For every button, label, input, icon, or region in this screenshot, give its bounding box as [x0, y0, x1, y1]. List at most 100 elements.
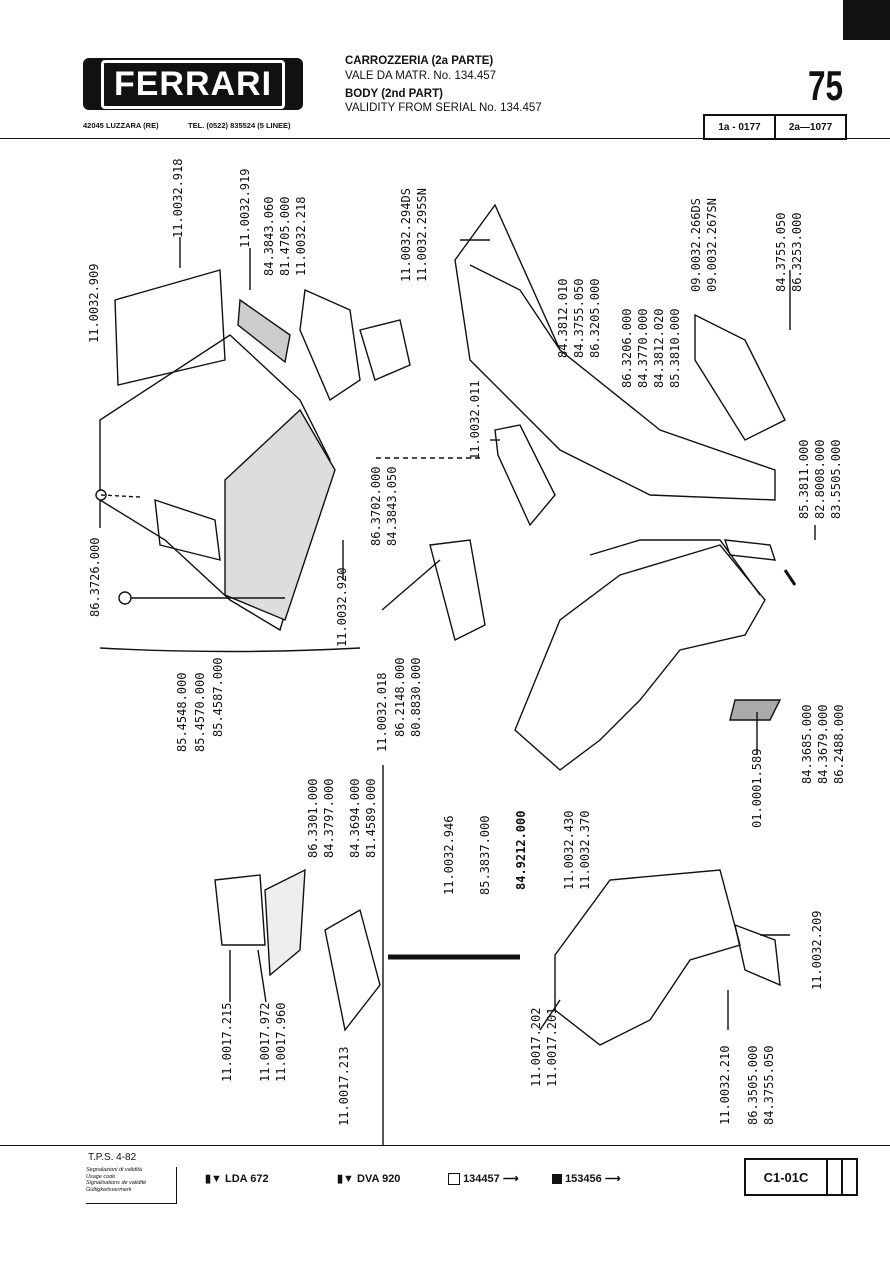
part-label: 09.0032.267SN — [705, 198, 719, 292]
part-label: 86.3205.000 — [588, 278, 602, 358]
fender-drawing — [454, 203, 776, 501]
part-label: 86.2148.000 — [393, 657, 407, 737]
sheet-code-box: C1-01C — [744, 1158, 858, 1196]
part-label: 84.9212.000 — [514, 810, 528, 890]
header-rule — [0, 138, 890, 139]
legend-box: Segnalazioni di validità Usage code Sign… — [86, 1167, 177, 1204]
part-label: 86.3253.000 — [790, 212, 804, 292]
serial-from-label: 134457 ⟶ — [448, 1172, 519, 1186]
part-label: 84.3755.050 — [762, 1045, 776, 1125]
part-label: 11.0032.909 — [87, 263, 101, 343]
part-label: 84.3812.010 — [556, 278, 570, 358]
part-label: 11.0032.018 — [375, 672, 389, 752]
ferrari-logo: FERRARI — [83, 58, 303, 110]
part-label: 84.3755.050 — [572, 278, 586, 358]
seat-pad-drawing — [114, 269, 226, 386]
part-label: 11.0017.960 — [274, 1002, 288, 1082]
part-label: 11.0032.946 — [442, 815, 456, 895]
wheel-arch-drawing — [514, 544, 766, 771]
title-en: BODY (2nd PART) — [345, 88, 443, 100]
part-label: 85.4587.000 — [211, 657, 225, 737]
part-label: 82.8008.000 — [813, 439, 827, 519]
part-label: 11.0032.919 — [238, 168, 252, 248]
plate-drawing — [694, 313, 786, 441]
part-label: 86.3206.000 — [620, 308, 634, 388]
part-label: 84.3843.050 — [385, 466, 399, 546]
part-label: 84.3685.000 — [800, 704, 814, 784]
part-label: 11.0032.430 — [562, 810, 576, 890]
part-label: 80.8830.000 — [409, 657, 423, 737]
arrow-icon: ⟶ — [604, 1173, 621, 1185]
part-label: 11.0032.218 — [294, 196, 308, 276]
validity-it: VALE DA MATR. No. 134.457 — [345, 70, 497, 82]
serial-to-text: 153456 — [565, 1173, 602, 1185]
part-label: 11.0017.972 — [258, 1002, 272, 1082]
part-label: 84.3770.000 — [636, 308, 650, 388]
part-label: 85.4570.000 — [193, 672, 207, 752]
edition-box: 1a - 0177 2a—1077 — [703, 114, 847, 140]
part-label: 85.4548.000 — [175, 672, 189, 752]
engine-1-text: LDA 672 — [225, 1173, 269, 1185]
part-label: 84.3843.060 — [262, 196, 276, 276]
logo-text: FERRARI — [100, 59, 286, 109]
part-label: 85.3810.000 — [668, 308, 682, 388]
part-label: 85.3837.000 — [478, 815, 492, 895]
open-square-icon — [448, 1173, 460, 1186]
legend-line: Signalisations de validité — [86, 1180, 147, 1186]
console-drawing — [99, 334, 331, 632]
part-label: 86.3702.000 — [369, 466, 383, 546]
part-label: 85.3811.000 — [797, 439, 811, 519]
grille-drawing — [214, 874, 266, 946]
legend-line: Gültigkeitsvermerk — [86, 1186, 132, 1193]
part-label: 11.0032.370 — [578, 810, 592, 890]
phone: TEL. (0522) 835524 (5 LINEE) — [188, 121, 291, 130]
part-label: 11.0032.209 — [810, 910, 824, 990]
address: 42045 LUZZARA (RE) — [83, 121, 159, 130]
part-label: 11.0017.215 — [220, 1002, 234, 1082]
title-it: CARROZZERIA (2a PARTE) — [345, 55, 494, 67]
footer-rule — [0, 1145, 890, 1146]
part-label: 11.0032.295SN — [415, 188, 429, 282]
serial-to-label: 153456 ⟶ — [552, 1172, 621, 1185]
part-label: 84.3755.050 — [774, 212, 788, 292]
part-label: 11.0017.201 — [545, 1007, 559, 1087]
legend-line: Usage code — [86, 1173, 116, 1180]
engine-1-label: ▮▼ LDA 672 — [205, 1172, 269, 1185]
part-label: 81.4705.000 — [278, 196, 292, 276]
validity-en: VALIDITY FROM SERIAL No. 134.457 — [345, 102, 542, 114]
part-label: 11.0017.202 — [529, 1007, 543, 1087]
part-label: 01.0001.589 — [750, 748, 764, 828]
part-label: 86.3505.000 — [746, 1045, 760, 1125]
corner-mark — [843, 0, 890, 40]
engine-2-text: DVA 920 — [357, 1173, 401, 1185]
serial-from-text: 134457 — [463, 1173, 500, 1185]
code-cell — [828, 1160, 843, 1194]
part-label: 86.3301.000 — [306, 778, 320, 858]
part-label: 81.4589.000 — [364, 778, 378, 858]
edition-2: 2a—1077 — [774, 116, 845, 138]
part-label: 11.0032.920 — [335, 567, 349, 647]
filled-square-icon — [552, 1174, 562, 1185]
part-label: 11.0017.213 — [337, 1046, 351, 1126]
part-label: 84.3679.000 — [816, 704, 830, 784]
engine-2-label: ▮▼ DVA 920 — [337, 1172, 400, 1185]
part-label: 11.0032.294DS — [399, 188, 413, 282]
part-label: 11.0032.011 — [468, 380, 482, 460]
engine-icon: ▮▼ — [205, 1173, 222, 1185]
part-label: 83.5505.000 — [829, 439, 843, 519]
arrow-icon: ⟶ — [502, 1173, 519, 1185]
sheet-code: C1-01C — [746, 1160, 828, 1194]
legend-line: Segnalazioni di validità — [86, 1167, 142, 1173]
part-label: 84.3812.020 — [652, 308, 666, 388]
part-label: 84.3694.000 — [348, 778, 362, 858]
code-cell — [843, 1160, 856, 1194]
part-label: 86.2488.000 — [832, 704, 846, 784]
engine-icon: ▮▼ — [337, 1173, 354, 1185]
box-drawing — [554, 869, 741, 1046]
part-label: 09.0032.266DS — [689, 198, 703, 292]
tps-code: T.P.S. 4-82 — [88, 1152, 137, 1163]
part-label: 86.3726.000 — [88, 537, 102, 617]
part-label: 11.0032.210 — [718, 1045, 732, 1125]
part-label: 84.3797.000 — [322, 778, 336, 858]
